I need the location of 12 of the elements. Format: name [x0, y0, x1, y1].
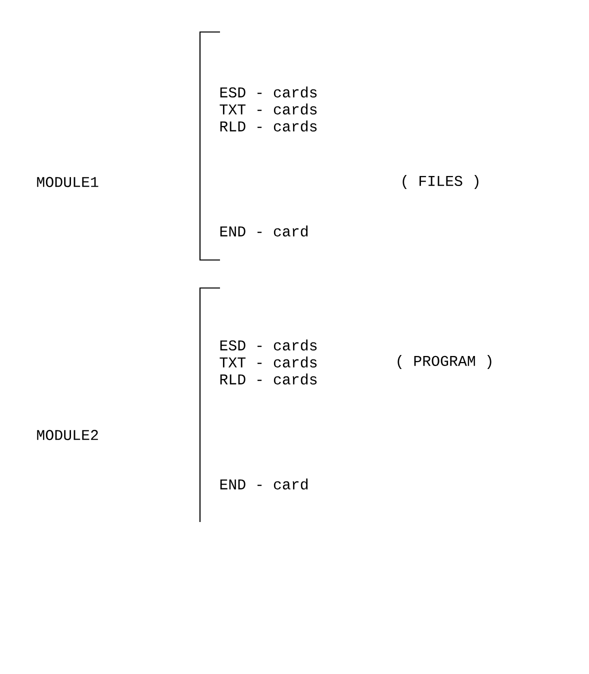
label: RLD - cards	[220, 120, 317, 132]
label: MODULE1	[37, 176, 98, 188]
label: ESD - cards	[220, 340, 317, 350]
label: TXT - cards	[220, 356, 317, 368]
label: ( PROGRAM )	[398, 355, 492, 369]
label: ( FILES )	[402, 175, 478, 189]
label: RLD - cards	[220, 374, 317, 384]
label: END - card	[220, 478, 308, 490]
label: END - card	[220, 226, 308, 236]
label: TXT - cards	[220, 104, 317, 115]
label: ESD - cards	[220, 86, 317, 98]
label: MODULE2	[37, 430, 98, 440]
